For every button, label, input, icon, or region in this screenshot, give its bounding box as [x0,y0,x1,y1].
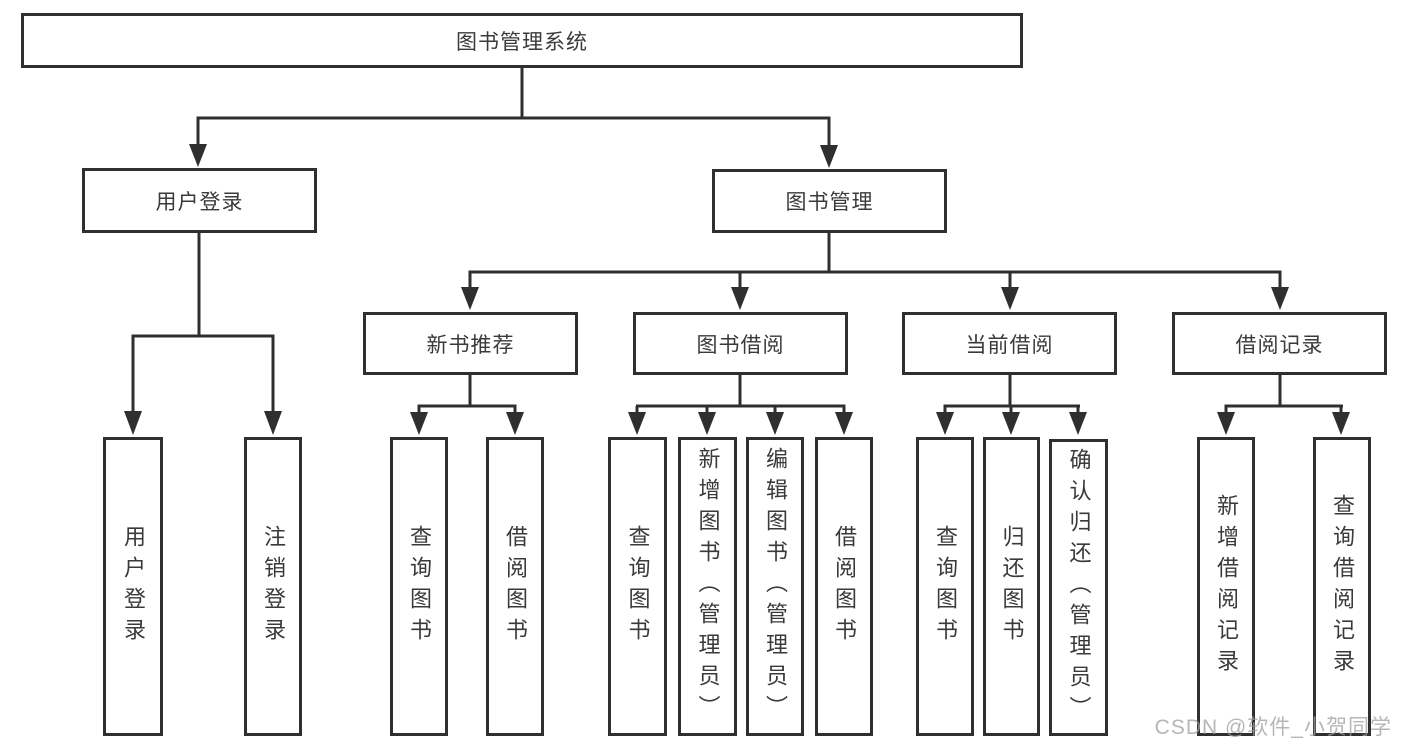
node-current-borrowing: 当前借阅 [902,312,1117,375]
node-new-book-recommend-label: 新书推荐 [426,333,515,357]
node-book-borrowing: 图书借阅 [633,312,848,375]
node-library-system-label: 图书管理系统 [456,30,588,54]
node-book-management-label: 图书管理 [785,191,874,214]
leaf-query-books-recommend: 查询图书 [390,437,448,736]
csdn-watermark: CSDN @软件_小贺同学 [1154,716,1392,739]
leaf-add-book-admin-label: 新增图书（管理员） [695,447,721,726]
node-borrow-records: 借阅记录 [1172,312,1387,375]
leaf-edit-book-admin-label: 编辑图书（管理员） [763,447,788,726]
leaf-query-books-borrowing: 查询图书 [608,437,667,736]
leaf-borrow-books-recommend: 借阅图书 [486,437,544,736]
leaf-return-books: 归还图书 [983,437,1040,736]
leaf-add-borrow-record-label: 新增借阅记录 [1214,493,1239,680]
leaf-query-borrow-record-label: 查询借阅记录 [1330,493,1355,680]
leaf-borrow-books-borrowing: 借阅图书 [815,437,873,736]
node-book-management: 图书管理 [712,169,947,233]
leaf-add-book-admin: 新增图书（管理员） [678,437,737,736]
node-new-book-recommend: 新书推荐 [363,312,578,375]
leaf-user-login: 用户登录 [103,437,163,736]
leaf-confirm-return-admin-label: 确认归还（管理员） [1066,448,1092,727]
leaf-logout-login: 注销登录 [244,437,302,736]
leaf-query-books-current: 查询图书 [916,437,974,736]
node-user-login: 用户登录 [82,168,317,233]
leaf-query-books-borrowing-label: 查询图书 [625,524,651,649]
leaf-edit-book-admin: 编辑图书（管理员） [746,437,804,736]
leaf-add-borrow-record: 新增借阅记录 [1197,437,1255,736]
leaf-user-login-label: 用户登录 [121,524,146,649]
leaf-confirm-return-admin: 确认归还（管理员） [1049,439,1108,736]
leaf-borrow-books-borrowing-label: 借阅图书 [832,524,857,649]
leaf-borrow-books-recommend-label: 借阅图书 [503,524,528,649]
leaf-query-books-current-label: 查询图书 [933,524,958,649]
node-book-borrowing-label: 图书借阅 [696,333,785,357]
leaf-return-books-label: 归还图书 [999,524,1025,649]
node-user-login-label: 用户登录 [155,190,244,214]
node-library-system: 图书管理系统 [21,13,1023,68]
leaf-query-books-recommend-label: 查询图书 [407,524,432,649]
node-borrow-records-label: 借阅记录 [1235,333,1324,357]
leaf-query-borrow-record: 查询借阅记录 [1313,437,1371,736]
node-current-borrowing-label: 当前借阅 [965,333,1054,357]
leaf-logout-login-label: 注销登录 [261,524,286,649]
